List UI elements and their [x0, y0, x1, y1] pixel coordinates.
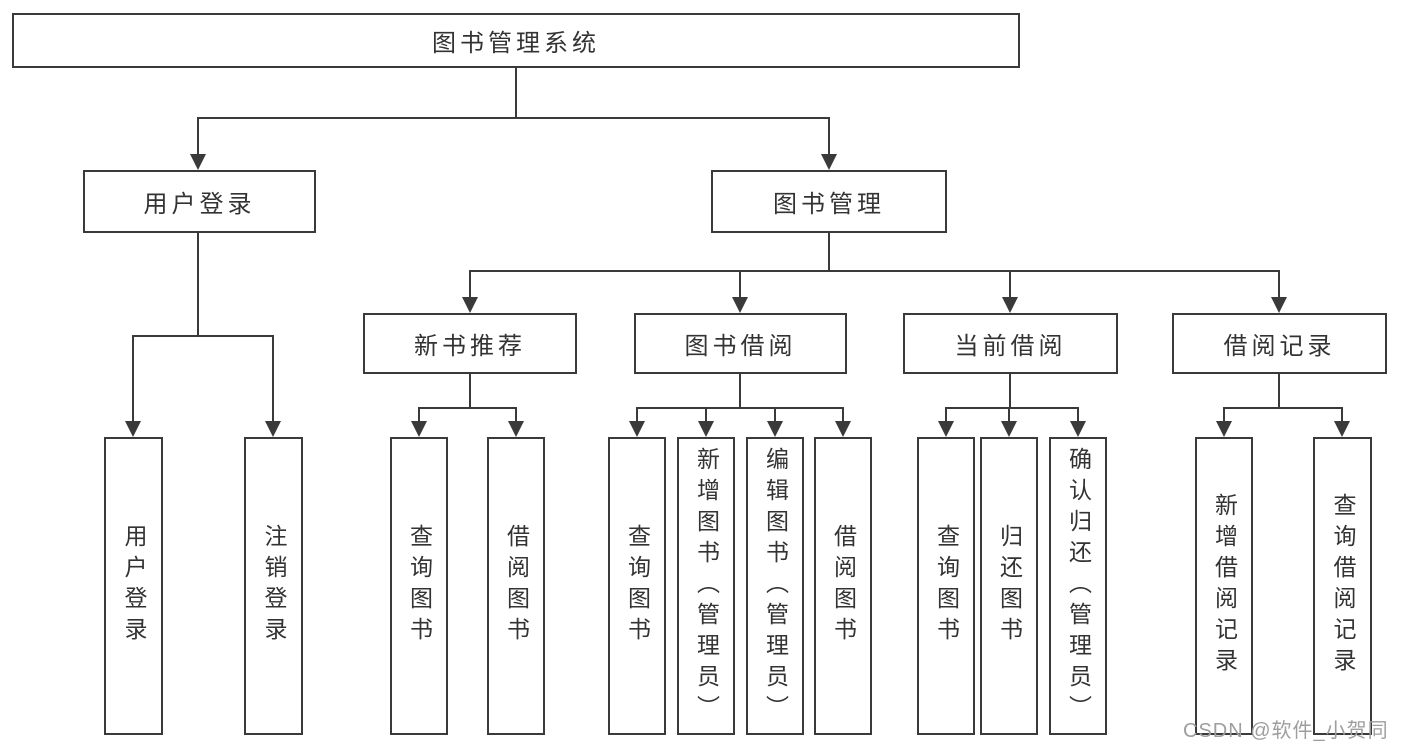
leaf-logout: 注销登录 [244, 437, 303, 735]
connector-line-vertical [197, 117, 199, 156]
arrow-down-icon [835, 421, 851, 437]
leaf-confirm-return-admin: 确认归还（管理员） [1049, 437, 1107, 735]
connector-line-vertical [842, 407, 844, 422]
leaf-query-books-borrowing: 查询图书 [608, 437, 666, 735]
connector-line-vertical [1008, 407, 1010, 422]
leaf-user-login: 用户登录 [104, 437, 163, 735]
arrow-down-icon [767, 421, 783, 437]
node-borrowing-records: 借阅记录 [1172, 313, 1387, 374]
connector-line-horizontal [133, 335, 274, 337]
node-book-management: 图书管理 [711, 170, 947, 233]
connector-line-vertical [132, 335, 134, 422]
connector-line-vertical [1009, 374, 1011, 408]
connector-line-vertical [636, 407, 638, 422]
arrow-down-icon [1001, 421, 1017, 437]
leaf-query-books-recommend: 查询图书 [390, 437, 448, 735]
arrow-down-icon [821, 154, 837, 170]
arrow-down-icon [1271, 297, 1287, 313]
arrow-down-icon [732, 297, 748, 313]
arrow-down-icon [1002, 297, 1018, 313]
connector-line-vertical [774, 407, 776, 422]
connector-line-horizontal [1223, 407, 1343, 409]
node-new-book-recommendation: 新书推荐 [363, 313, 577, 374]
leaf-add-borrow-record: 新增借阅记录 [1195, 437, 1253, 735]
arrow-down-icon [265, 421, 281, 437]
connector-line-vertical [828, 233, 830, 271]
connector-line-vertical [945, 407, 947, 422]
arrow-down-icon [698, 421, 714, 437]
arrow-down-icon [938, 421, 954, 437]
arrow-down-icon [190, 154, 206, 170]
arrow-down-icon [1216, 421, 1232, 437]
leaf-query-borrow-record: 查询借阅记录 [1313, 437, 1372, 735]
leaf-borrow-books-recommend: 借阅图书 [487, 437, 545, 735]
leaf-edit-books-admin: 编辑图书（管理员） [746, 437, 804, 735]
csdn-watermark: CSDN @软件_小贺同学 [1183, 720, 1389, 742]
connector-line-vertical [469, 374, 471, 408]
connector-line-vertical [197, 233, 199, 336]
connector-line-vertical [828, 117, 830, 156]
node-book-borrowing: 图书借阅 [634, 313, 847, 374]
connector-line-horizontal [469, 270, 1280, 272]
arrow-down-icon [1334, 421, 1350, 437]
connector-line-vertical [1077, 407, 1079, 422]
connector-line-vertical [1223, 407, 1225, 422]
leaf-return-books: 归还图书 [980, 437, 1038, 735]
connector-line-vertical [739, 374, 741, 408]
connector-line-vertical [272, 335, 274, 422]
connector-line-vertical [515, 68, 517, 118]
arrow-down-icon [411, 421, 427, 437]
connector-line-vertical [1341, 407, 1343, 422]
leaf-add-books-admin: 新增图书（管理员） [677, 437, 735, 735]
connector-line-horizontal [418, 407, 517, 409]
arrow-down-icon [462, 297, 478, 313]
connector-line-vertical [739, 270, 741, 298]
node-user-login: 用户登录 [83, 170, 316, 233]
arrow-down-icon [508, 421, 524, 437]
connector-line-vertical [1278, 270, 1280, 298]
arrow-down-icon [125, 421, 141, 437]
node-current-borrowing: 当前借阅 [903, 313, 1118, 374]
connector-line-vertical [1009, 270, 1011, 298]
connector-line-vertical [515, 407, 517, 422]
arrow-down-icon [1070, 421, 1086, 437]
connector-line-horizontal [945, 407, 1078, 409]
connector-line-vertical [418, 407, 420, 422]
leaf-borrow-books: 借阅图书 [814, 437, 872, 735]
connector-line-vertical [469, 270, 471, 298]
arrow-down-icon [629, 421, 645, 437]
connector-line-horizontal [197, 117, 830, 119]
connector-line-vertical [1278, 374, 1280, 408]
leaf-query-books-current: 查询图书 [917, 437, 975, 735]
connector-line-vertical [705, 407, 707, 422]
node-library-management-system: 图书管理系统 [12, 13, 1020, 68]
connector-line-horizontal [636, 407, 844, 409]
